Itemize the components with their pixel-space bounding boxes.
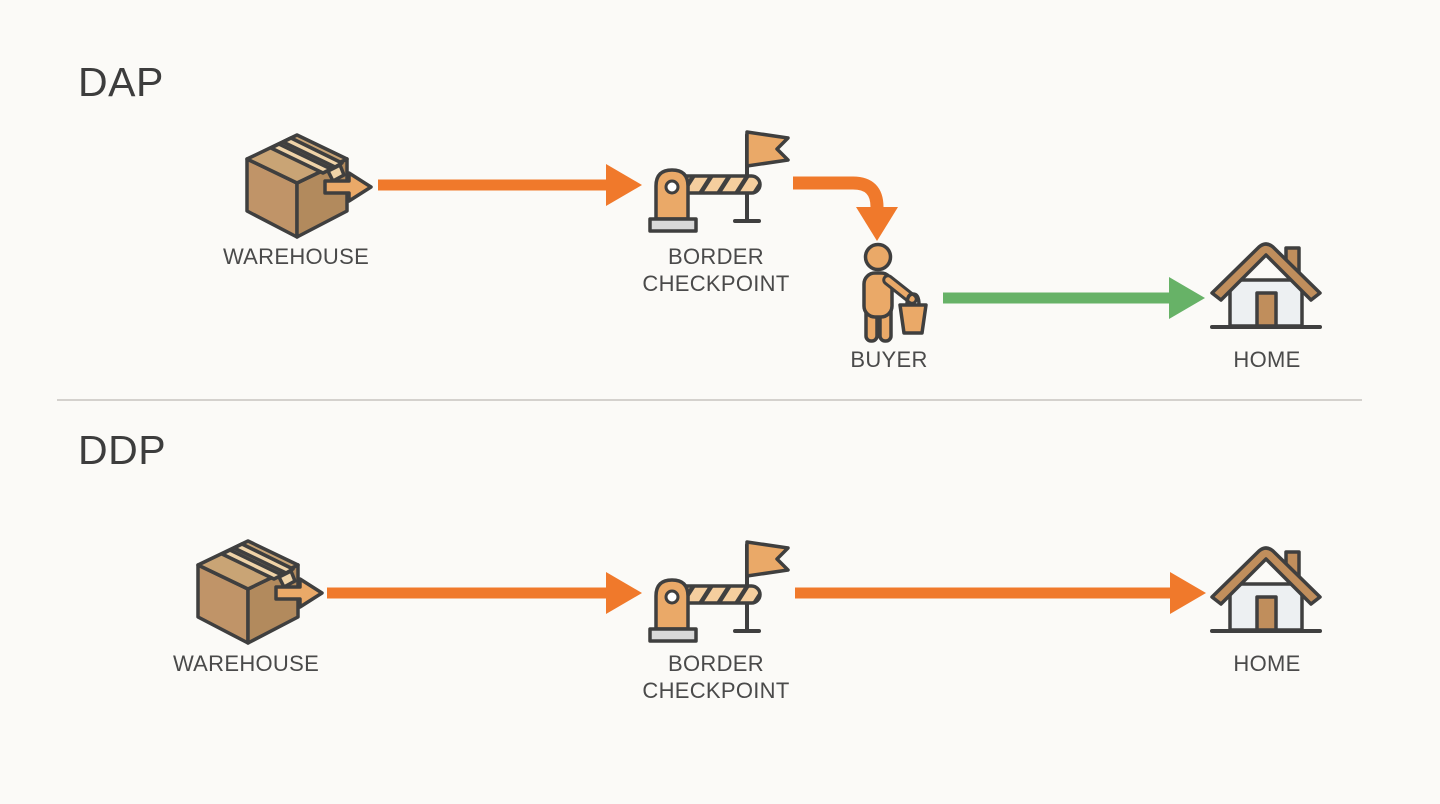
dap-buyer-arrow <box>943 277 1205 319</box>
border-checkpoint-icon <box>648 130 790 233</box>
buyer-icon <box>862 242 928 343</box>
dap-section-title: DAP <box>78 59 164 105</box>
dap-buyer-label: BUYER <box>850 347 928 372</box>
ddp-seller-arrow-1 <box>327 572 642 614</box>
warehouse-box-icon <box>245 133 373 239</box>
dap-home-label: HOME <box>1233 347 1301 372</box>
ddp-seller-arrow-2 <box>795 572 1206 614</box>
home-icon <box>1210 546 1322 633</box>
warehouse-box-icon <box>196 539 324 645</box>
dap-warehouse-label: WAREHOUSE <box>222 244 370 269</box>
border-checkpoint-icon <box>648 540 790 643</box>
ddp-home-label: HOME <box>1233 651 1301 676</box>
dap-border-checkpoint-label: BORDER CHECKPOINT <box>642 244 790 296</box>
dap-handover-arrow <box>793 176 898 241</box>
dap-seller-arrow-1 <box>378 164 642 206</box>
ddp-warehouse-label: WAREHOUSE <box>172 651 320 676</box>
home-icon <box>1210 242 1322 329</box>
ddp-border-checkpoint-label: BORDER CHECKPOINT <box>642 651 790 703</box>
section-divider <box>57 399 1362 401</box>
ddp-section-title: DDP <box>78 427 167 473</box>
